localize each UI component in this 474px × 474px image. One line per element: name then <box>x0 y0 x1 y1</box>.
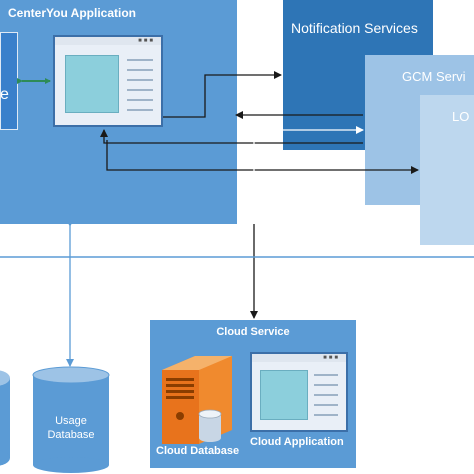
usage-database-cylinder <box>32 366 110 473</box>
cloud-application-label: Cloud Application <box>250 436 344 448</box>
app-to-location-arrow <box>106 140 419 174</box>
application-window-icon: ■■■ <box>53 35 163 127</box>
notification-services-title: Notification Services <box>291 20 418 36</box>
gcm-to-app-arrow <box>100 129 363 144</box>
gcm-services-title: GCM Servi <box>402 69 466 84</box>
cloud-database-label: Cloud Database <box>156 445 240 457</box>
cloud-service-title: Cloud Service <box>216 326 290 338</box>
white-internal-arrow <box>253 126 364 224</box>
cloud-server-icon <box>162 356 232 444</box>
left-database-cylinder <box>0 370 10 466</box>
cloud-application-window-icon: ■■■ <box>250 352 348 432</box>
centeryou-application-title: CenterYou Application <box>8 6 137 20</box>
app-to-notification-arrow <box>163 71 282 118</box>
location-services-title: LO <box>452 109 470 124</box>
usage-database-label-line1: Usage <box>55 415 87 427</box>
usage-database-label: Usage Database <box>33 414 109 442</box>
location-services-box <box>420 95 474 245</box>
cloud-db-cylinder-icon <box>198 409 222 442</box>
usage-database-label-line2: Database <box>47 429 95 441</box>
left-component-label: e <box>0 86 9 103</box>
